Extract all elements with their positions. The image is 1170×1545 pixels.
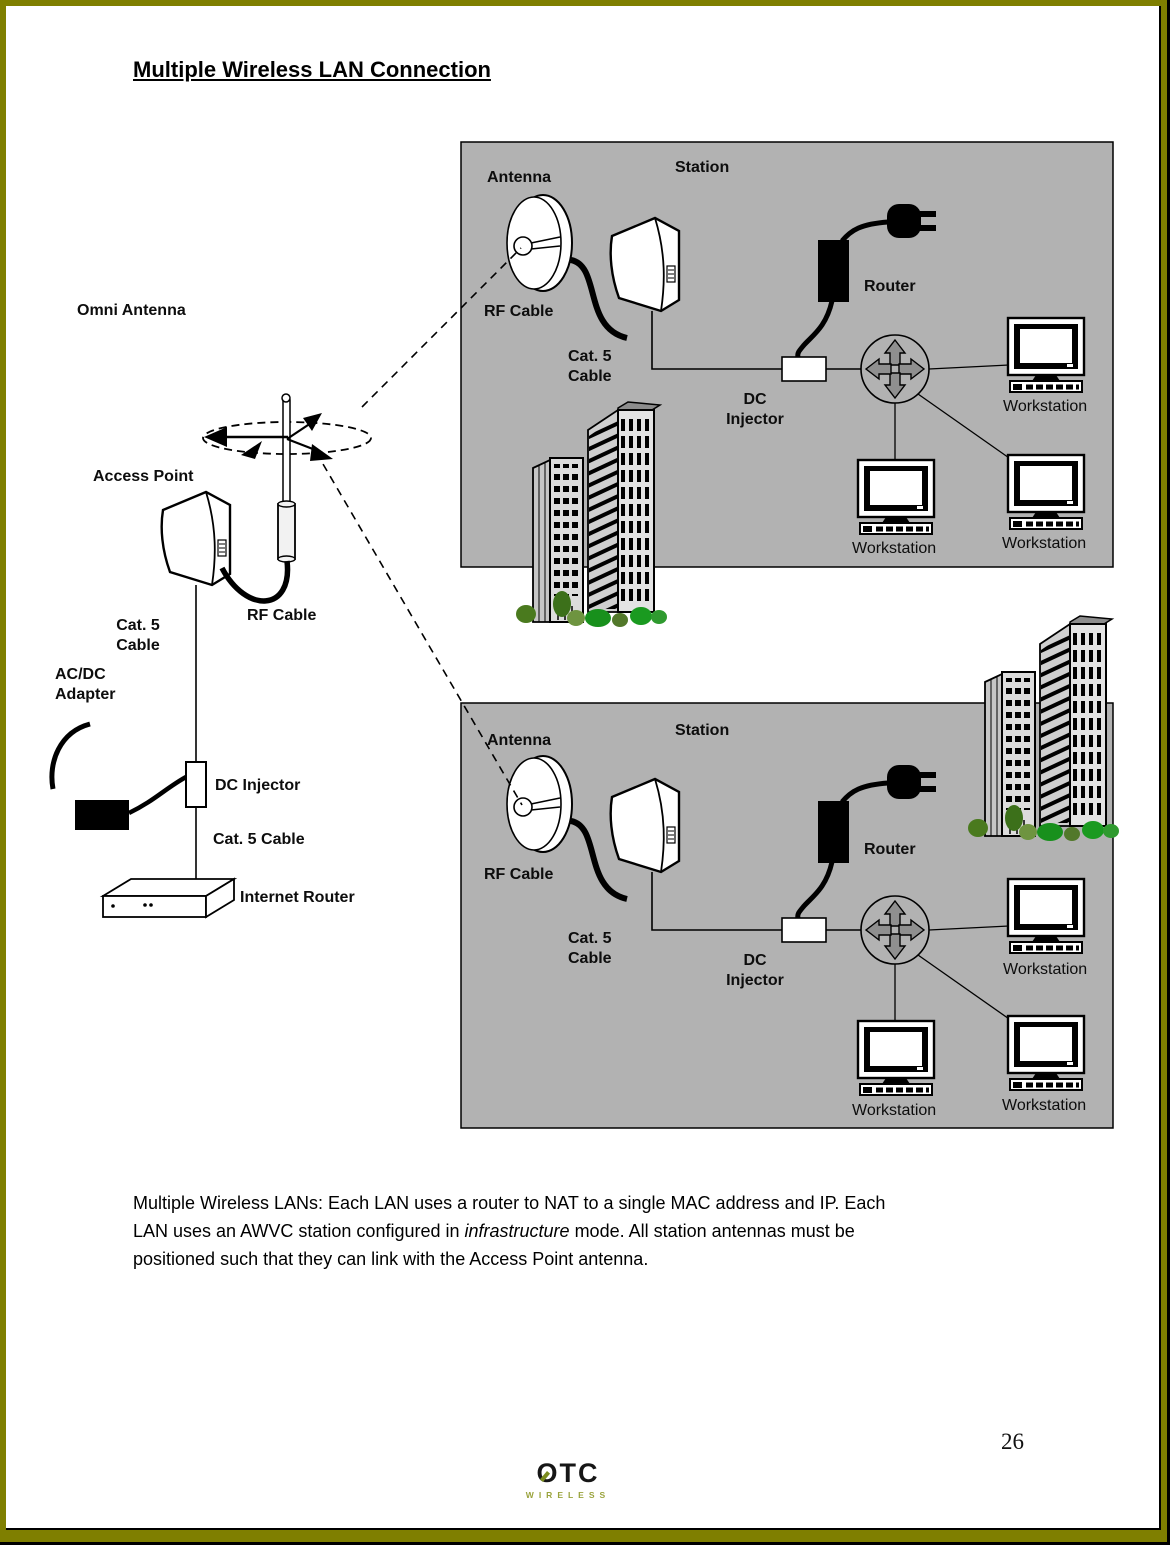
logo-subtext: WIRELESS xyxy=(525,1490,611,1500)
caption-italic-word: infrastructure xyxy=(464,1221,570,1241)
arrow-down-right xyxy=(310,444,333,461)
arrow-left xyxy=(204,427,227,447)
caption-line3: positioned such that they can link with … xyxy=(133,1249,649,1269)
workstation-label: Workstation xyxy=(852,1102,937,1119)
cat5-label-left: Cat. 5 Cable xyxy=(116,617,160,654)
workstation-label: Workstation xyxy=(1002,535,1087,552)
dc-injector-label-1: DC Injector xyxy=(726,391,784,428)
router-label-1: Router xyxy=(864,278,916,295)
wireless-link-lower xyxy=(315,451,523,806)
rf-cable-label-1: RF Cable xyxy=(484,303,554,320)
dc-injector-label-left: DC Injector xyxy=(215,777,301,794)
otc-logo: OTC WIRELESS xyxy=(518,1458,618,1500)
access-point-label: Access Point xyxy=(93,468,194,485)
logo-text: OTC xyxy=(536,1458,600,1488)
page-title: Multiple Wireless LAN Connection xyxy=(133,57,491,82)
buildings-lower xyxy=(967,615,1120,842)
antenna-label-1: Antenna xyxy=(487,169,551,186)
rf-cable-label-left: RF Cable xyxy=(247,607,317,624)
arrow-up-right xyxy=(303,413,322,431)
omni-antenna-assembly xyxy=(202,393,372,563)
workstation-label: Workstation xyxy=(852,540,937,557)
access-point-device xyxy=(160,490,232,587)
access-point-chain xyxy=(49,490,291,919)
workstation-label: Workstation xyxy=(1003,961,1088,978)
omni-antenna-label: Omni Antenna xyxy=(77,302,186,319)
antenna-rod xyxy=(282,399,291,505)
rf-cable-line xyxy=(219,560,291,604)
caption-line2-before: LAN uses an AWVC station configured in xyxy=(133,1221,465,1241)
cat5-label-2: Cat. 5 Cable xyxy=(568,930,612,967)
dc-injector-label-2: DC Injector xyxy=(726,952,784,989)
station-label-1: Station xyxy=(675,159,730,176)
workstation-label: Workstation xyxy=(1002,1097,1087,1114)
station-label-2: Station xyxy=(675,722,730,739)
cat5-cable-label-left: Cat. 5 Cable xyxy=(213,831,305,848)
cat5-label-1: Cat. 5 Cable xyxy=(568,348,612,385)
caption-paragraph: Multiple Wireless LANs: Each LAN uses a … xyxy=(133,1189,1073,1273)
caption-line2-after: mode. All station antennas must be xyxy=(569,1221,855,1241)
workstation-label: Workstation xyxy=(1003,398,1088,415)
acdc-adapter-label: AC/DC Adapter xyxy=(55,666,116,703)
acdc-adapter-brick xyxy=(75,800,129,830)
acdc-cord xyxy=(49,721,91,790)
page-number: 26 xyxy=(1001,1429,1024,1454)
wireless-link-upper xyxy=(361,247,522,408)
internet-router-label: Internet Router xyxy=(240,889,355,906)
antenna-label-2: Antenna xyxy=(487,732,551,749)
dc-injector-box xyxy=(185,761,207,808)
internet-router-device xyxy=(99,877,238,919)
arrow-down-left xyxy=(241,441,262,459)
router-label-2: Router xyxy=(864,841,916,858)
rf-cable-label-2: RF Cable xyxy=(484,866,554,883)
caption-line1: Multiple Wireless LANs: Each LAN uses a … xyxy=(133,1193,886,1213)
antenna-base xyxy=(277,503,296,560)
